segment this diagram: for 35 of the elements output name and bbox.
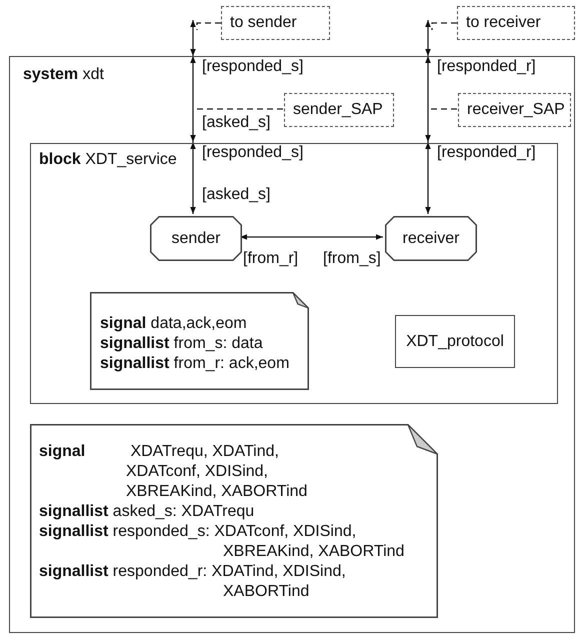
edge-label: [responded_r] <box>436 58 537 76</box>
signal-declaration: signallist from_r: ack,eom <box>100 354 290 374</box>
comment-box: to sender <box>221 6 330 40</box>
comment-box: receiver_SAP <box>458 93 571 127</box>
process-name: receiver <box>402 228 460 248</box>
system-label: system xdt <box>23 65 104 85</box>
channel-arrow <box>240 234 383 240</box>
process-name: sender <box>170 228 222 248</box>
signal-declaration: signal data,ack,eom <box>100 314 247 334</box>
channel-arrow <box>425 142 431 214</box>
leader-line <box>431 22 457 30</box>
leader-line <box>196 22 221 30</box>
block-frame <box>30 143 558 404</box>
comment-box: to receiver <box>457 6 575 40</box>
signal-declaration: signallist responded_r: XDATind, XDISind, XABORTind <box>39 562 347 602</box>
edge-label: [responded_s] <box>201 58 304 76</box>
leader-line <box>194 108 283 110</box>
signal-route-label: [from_s] <box>322 250 382 268</box>
signal-declaration: signallist from_s: data <box>100 334 263 354</box>
system-frame <box>9 56 575 633</box>
leader-line <box>429 108 457 110</box>
channel-arrow <box>190 56 196 142</box>
signal-declaration: signallist asked_s: XDATrequ <box>39 502 254 522</box>
block-label: block XDT_service <box>39 150 177 170</box>
signal-route-label: [asked_s] <box>201 114 272 132</box>
edge-label: [from_r] <box>242 250 300 268</box>
edge-label: [responded_r] <box>436 144 537 162</box>
edge-label: [responded_s] <box>201 144 304 162</box>
signal-route-label: [asked_s] <box>201 186 272 204</box>
channel-arrow <box>190 142 196 214</box>
channel-arrow <box>425 20 431 56</box>
channel-arrow <box>190 20 196 56</box>
block-box: XDT_protocol <box>395 315 515 368</box>
channel-arrow <box>425 56 431 142</box>
comment-box: sender_SAP <box>284 93 394 127</box>
